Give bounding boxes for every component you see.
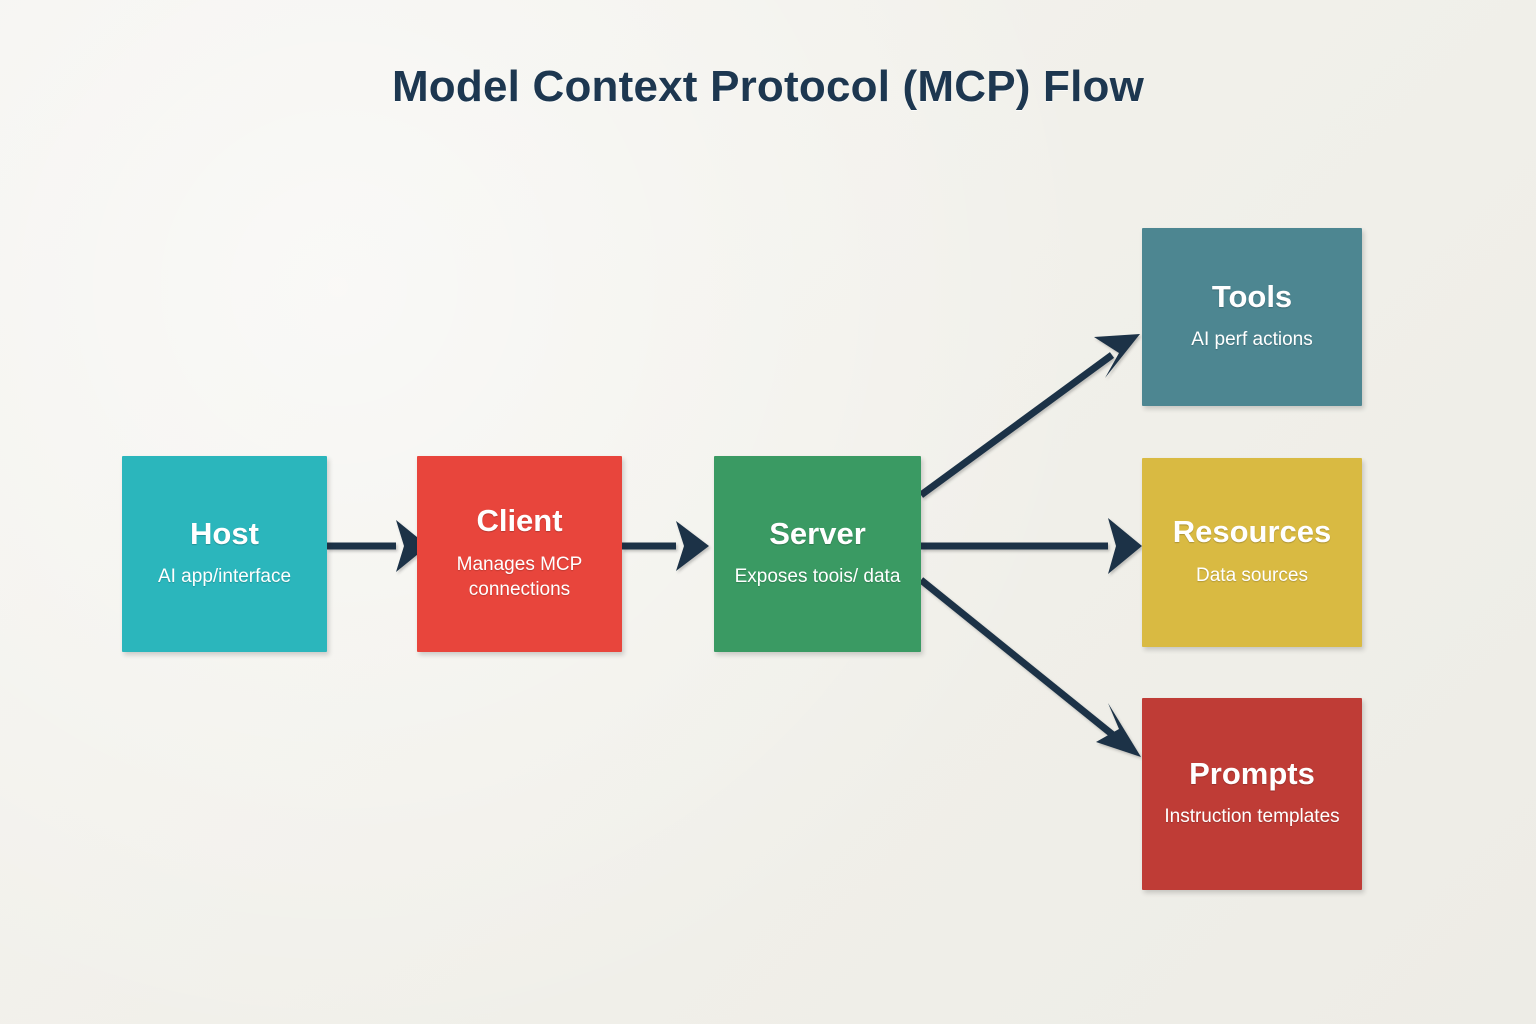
node-server-title: Server	[769, 515, 866, 551]
node-server[interactable]: Server Exposes toois/ data	[714, 456, 921, 652]
node-client-title: Client	[476, 503, 563, 539]
node-tools-description: AI perf actions	[1191, 329, 1313, 351]
node-prompts-description: Instruction templates	[1164, 806, 1340, 828]
node-resources-title: Resources	[1172, 514, 1332, 550]
node-prompts[interactable]: Prompts Instruction templates	[1142, 698, 1362, 890]
node-host-description: AI app/interface	[157, 566, 292, 588]
node-client[interactable]: Client Manages MCP connections	[417, 456, 622, 652]
node-resources[interactable]: Resources Data sources	[1142, 458, 1362, 647]
node-prompts-title: Prompts	[1189, 755, 1315, 791]
page-title: Model Context Protocol (MCP) Flow	[391, 62, 1145, 111]
node-tools[interactable]: Tools AI perf actions	[1142, 228, 1362, 406]
node-host[interactable]: Host AI app/interface	[122, 456, 327, 652]
node-tools-title: Tools	[1211, 278, 1293, 314]
node-server-description: Exposes toois/ data	[734, 566, 901, 588]
node-resources-description: Data sources	[1196, 564, 1308, 586]
node-client-description: Manages MCP connections	[456, 553, 583, 601]
node-host-title: Host	[190, 515, 259, 551]
